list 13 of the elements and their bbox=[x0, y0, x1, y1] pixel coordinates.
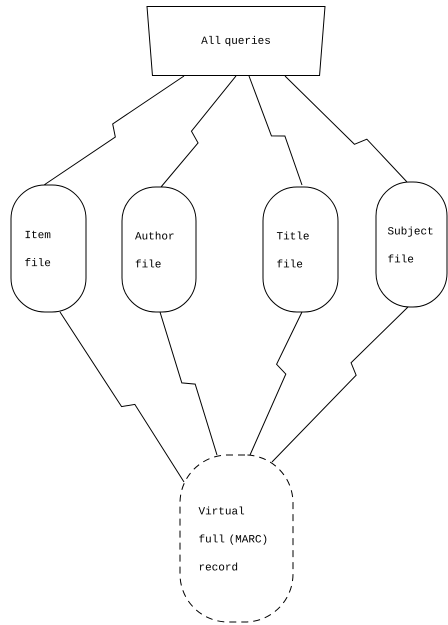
file-box: Subject file bbox=[376, 182, 448, 308]
connector-line bbox=[248, 76, 302, 186]
connector-line bbox=[160, 76, 236, 188]
connector-line bbox=[44, 76, 184, 186]
connector-line bbox=[160, 312, 218, 456]
file-box: Item file bbox=[10, 184, 86, 312]
file-box: Title file bbox=[262, 186, 338, 312]
connector-line bbox=[250, 312, 302, 456]
connector-line bbox=[284, 76, 408, 182]
connector-line bbox=[272, 306, 408, 462]
connector-line bbox=[60, 312, 184, 482]
file-box: Author file bbox=[122, 186, 196, 312]
record-box: Virtual full (MARC) record bbox=[180, 454, 294, 622]
